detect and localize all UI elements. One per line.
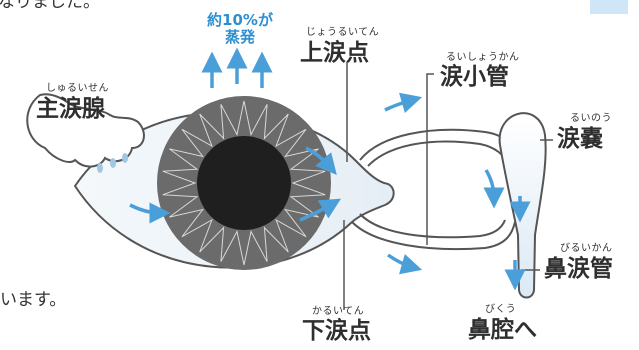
nasolacrimal-duct-furigana: びるいかん xyxy=(560,243,613,254)
lacrimal-sac-furigana: るいのう xyxy=(570,113,612,124)
canaliculus-upper-inner xyxy=(367,140,509,167)
tear-drops xyxy=(97,153,128,173)
canaliculus-lower-inner xyxy=(359,213,506,239)
pupil xyxy=(197,136,291,230)
main-gland-label: 主涙腺 xyxy=(36,96,105,122)
evaporation-line1: 約10%が xyxy=(207,11,273,29)
nasal-cavity-label: 鼻腔へ xyxy=(468,317,537,343)
nasal-cavity-furigana: びくう xyxy=(485,304,517,315)
lower-punctum-furigana: かるいてん xyxy=(312,306,365,317)
main-gland-furigana: しゅるいせん xyxy=(46,83,109,94)
canaliculus-label: 涙小管 xyxy=(440,64,509,90)
lacrimal-sac-label: 涙嚢 xyxy=(557,126,603,152)
body-text-fragment: います。 xyxy=(0,290,67,310)
evaporation-line2: 蒸発 xyxy=(224,28,255,47)
canaliculus-lower xyxy=(351,221,516,251)
corner-decoration xyxy=(590,0,628,14)
flow-arrows xyxy=(129,47,531,291)
canaliculus-furigana: るいしょうかん xyxy=(446,52,520,63)
header-text-fragment: なりました。 xyxy=(0,0,100,12)
nasolacrimal-duct-label: 鼻涙管 xyxy=(544,256,613,282)
evaporation-note: 約10%が 蒸発 xyxy=(190,11,290,47)
canaliculus-upper xyxy=(359,128,521,161)
leader-lines xyxy=(343,62,553,310)
lower-punctum-label: 下涙点 xyxy=(302,318,371,344)
iris-rays xyxy=(162,100,326,266)
lacrimal-gland xyxy=(26,93,145,168)
upper-punctum-label: 上涙点 xyxy=(300,40,369,66)
iris-pattern xyxy=(162,100,326,266)
upper-punctum-furigana: じょうるいてん xyxy=(306,27,380,38)
